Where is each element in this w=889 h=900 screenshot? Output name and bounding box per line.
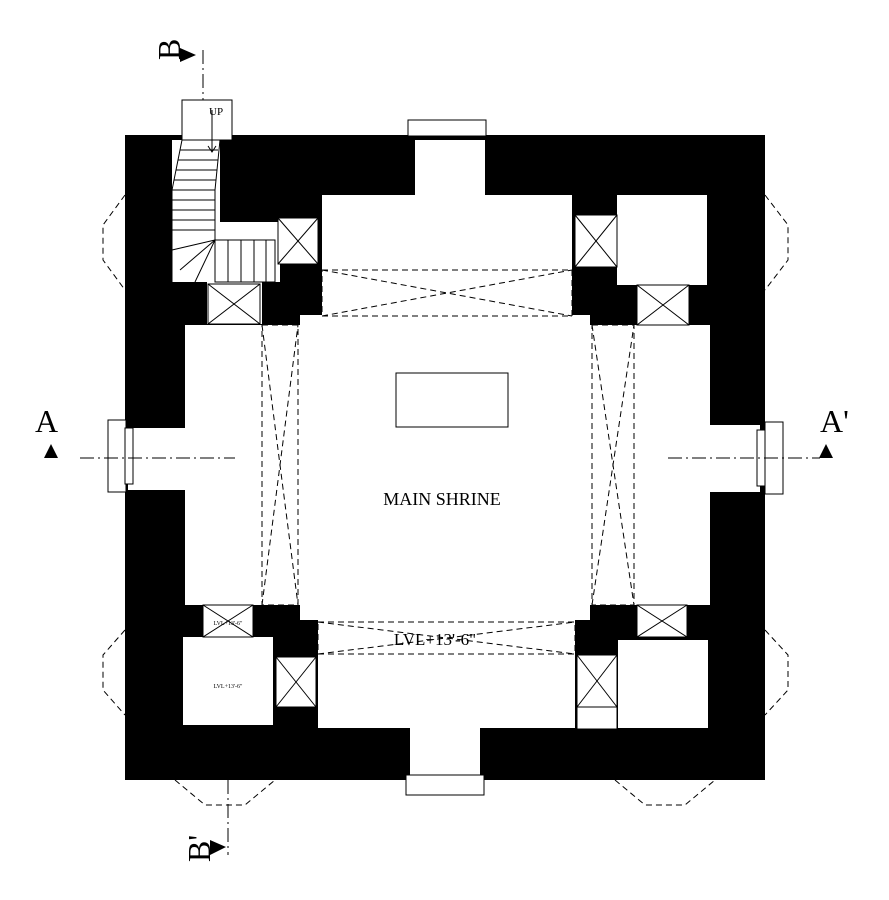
stair-entry <box>181 99 233 141</box>
west-beam <box>261 324 299 606</box>
south-passage <box>318 620 575 656</box>
column-sw-a <box>202 604 254 638</box>
column-ne-b <box>636 284 690 326</box>
stair-area <box>172 140 280 282</box>
north-door <box>407 119 487 137</box>
canopy-se-bottom <box>614 779 716 806</box>
section-b-top-arrow <box>180 48 196 62</box>
canopy-sw-bottom <box>174 779 276 806</box>
section-b-top-label: B <box>151 39 187 60</box>
small-level-label-2: LVL+13'-6" <box>213 684 243 690</box>
corner-canopies <box>102 194 789 806</box>
section-a-right-arrow <box>819 444 833 458</box>
north-passage <box>322 268 572 316</box>
east-hall <box>635 325 760 605</box>
south-vestibule <box>318 655 575 775</box>
south-beam <box>317 621 576 655</box>
canopy-nw <box>102 194 126 291</box>
main-shrine-room <box>300 315 590 620</box>
canopy-se <box>764 629 789 716</box>
column-nw-b <box>207 283 261 325</box>
column-se-b <box>576 654 618 708</box>
section-a-right-label: A' <box>820 403 849 439</box>
small-level-label-1: LVL+13'-6" <box>213 621 243 627</box>
column-sw-b <box>275 656 317 708</box>
section-b-bottom-label: B' <box>181 835 217 862</box>
main-shrine-label: MAIN SHRINE <box>383 489 501 509</box>
se-corner-room <box>618 640 708 728</box>
canopy-sw <box>102 629 126 716</box>
canopy-ne <box>764 194 789 291</box>
stair-up-label: UP <box>209 106 223 118</box>
section-a-left-label: A <box>35 403 58 439</box>
west-door <box>107 419 127 493</box>
interior-spaces <box>128 140 760 775</box>
level-label: LVL+13'-6" <box>394 630 476 649</box>
deity-pedestal <box>395 372 509 428</box>
west-door-inner <box>124 427 134 485</box>
east-beam <box>591 324 635 606</box>
sw-corner-room <box>183 637 273 725</box>
stair: UP <box>171 106 276 283</box>
south-door <box>405 774 485 796</box>
column-ne-a <box>574 214 618 268</box>
beams <box>261 269 635 655</box>
se-step <box>576 706 618 730</box>
section-a-left-arrow <box>44 444 58 458</box>
north-beam <box>321 269 573 317</box>
west-passage <box>262 325 300 605</box>
ne-corner-room <box>617 195 707 285</box>
section-b-bottom-arrow <box>210 840 226 855</box>
column-boxes <box>202 214 690 730</box>
section-markers: A A' B B' <box>35 39 849 862</box>
column-se-a <box>636 604 688 638</box>
west-hall <box>128 325 262 605</box>
column-nw-a <box>277 217 319 265</box>
